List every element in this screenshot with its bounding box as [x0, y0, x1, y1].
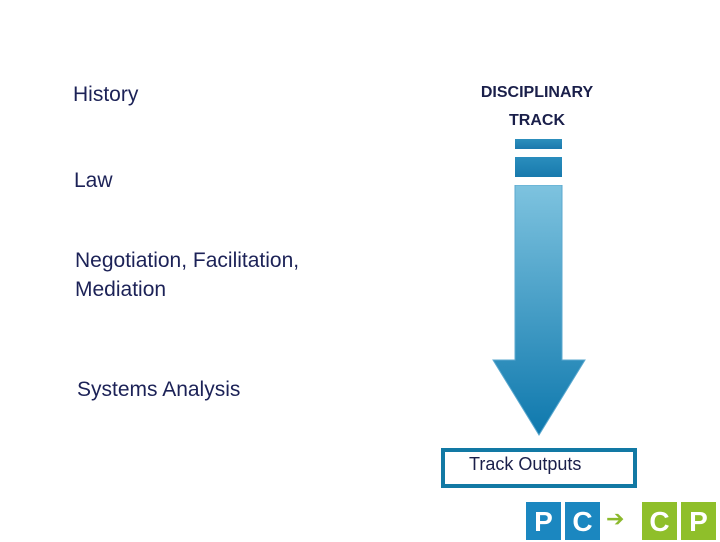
logo-letter-p-left: P — [526, 502, 561, 540]
track-outputs-box: Track Outputs — [441, 448, 637, 488]
logo-letter-p-right: P — [681, 502, 716, 540]
label-history: History — [73, 83, 139, 106]
track-title-line1: DISCIPLINARY — [480, 84, 594, 101]
label-law: Law — [74, 169, 113, 192]
track-outputs-label: Track Outputs — [469, 454, 582, 474]
logo-arrow-icon: ➔ — [606, 506, 625, 531]
logo-letter-c-right: C — [642, 502, 677, 540]
track-title-line2: TRACK — [509, 112, 565, 129]
label-systems-analysis: Systems Analysis — [77, 378, 241, 401]
logo-letter-c-left: C — [565, 502, 600, 540]
label-negotiation: Negotiation, Facilitation, Mediation — [75, 249, 300, 301]
down-arrow — [492, 185, 586, 436]
track-bar-second — [515, 157, 562, 177]
track-bar-top — [515, 139, 562, 149]
